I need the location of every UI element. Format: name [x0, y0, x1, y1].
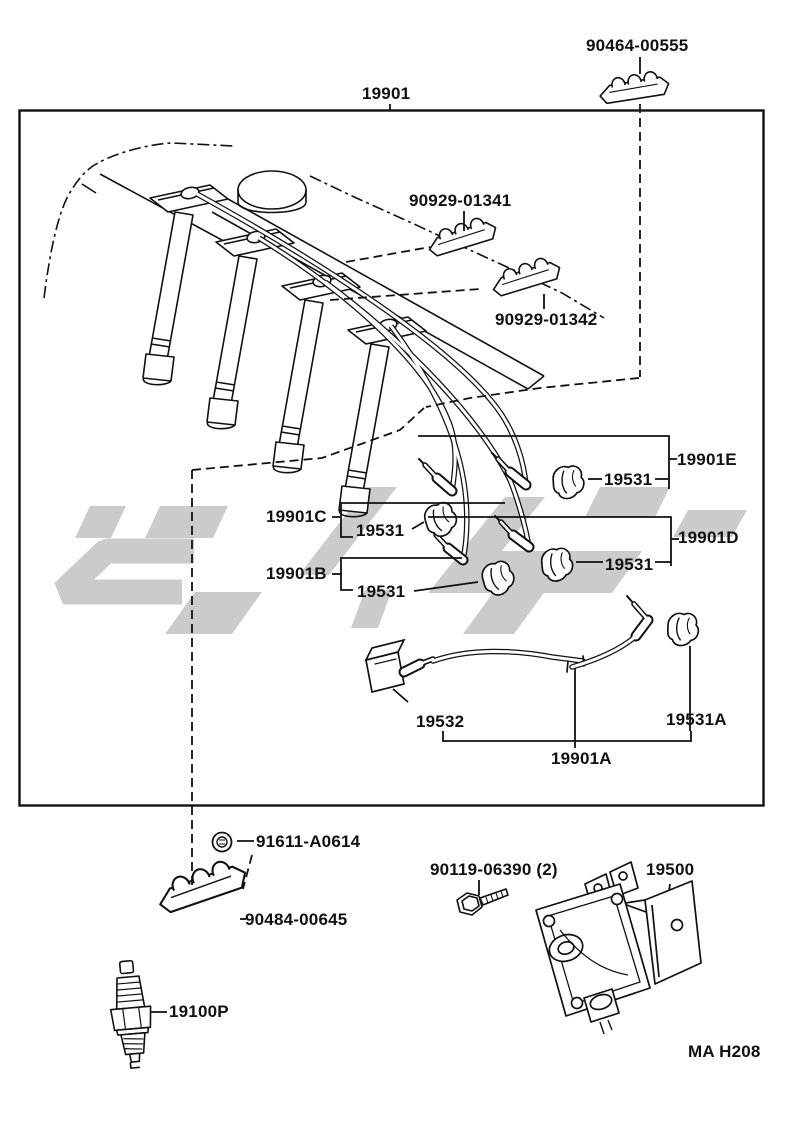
part-label-19901c: 19901C [266, 507, 327, 526]
part-label-19532: 19532 [416, 712, 465, 731]
part-label-19531-c: 19531 [356, 521, 405, 540]
part-label-90484-00645: 90484-00645 [245, 910, 348, 929]
part-label-19100p: 19100P [169, 1002, 229, 1021]
dashed-reference-lines [191, 104, 641, 890]
grommet-icon [422, 500, 459, 539]
part-label-90464-00555: 90464-00555 [586, 36, 689, 55]
wire-clamp-icon [489, 255, 563, 298]
spark-plug-drawing [109, 959, 152, 1069]
part-label-19901d: 19901D [678, 528, 739, 547]
part-label-19901e: 19901E [677, 450, 737, 469]
part-label-19531-e: 19531 [604, 470, 653, 489]
wire-clamp-icon [154, 857, 251, 915]
footer-code: MA H208 [688, 1042, 761, 1061]
part-label-19901b: 19901B [266, 564, 327, 583]
part-label-90929-01341: 90929-01341 [409, 191, 512, 210]
watermark-logo [54, 487, 747, 634]
parts-group-box [18, 109, 765, 807]
wire-connector-plates [149, 184, 427, 345]
part-label-19531a: 19531A [666, 710, 727, 729]
wire-clamp-icon [599, 69, 670, 107]
part-label-19901: 19901 [362, 84, 411, 103]
part-label-90929-01342: 90929-01342 [495, 310, 598, 329]
part-label-19531-b: 19531 [357, 582, 406, 601]
callout-lines [150, 57, 692, 1013]
part-label-91611-a0614: 91611-A0614 [256, 832, 361, 851]
grommet-icon [549, 462, 587, 502]
plug-wire-19901a-drawing [566, 595, 654, 673]
wire-clamp-icon [425, 215, 499, 258]
bolt-icon-90119 [456, 888, 509, 916]
grommet-icon [663, 608, 703, 650]
part-label-19500: 19500 [646, 860, 695, 879]
coil-wire-19532-drawing [364, 638, 586, 694]
ignition-coil-drawing [535, 861, 702, 1035]
part-label-19901a: 19901A [551, 749, 612, 768]
spark-plug-tubes [142, 211, 390, 518]
bolt-icon-91611 [211, 831, 233, 853]
part-label-19531-d: 19531 [605, 555, 654, 574]
part-label-90119-06390: 90119-06390 (2) [430, 860, 558, 879]
plug-wires [195, 191, 532, 561]
